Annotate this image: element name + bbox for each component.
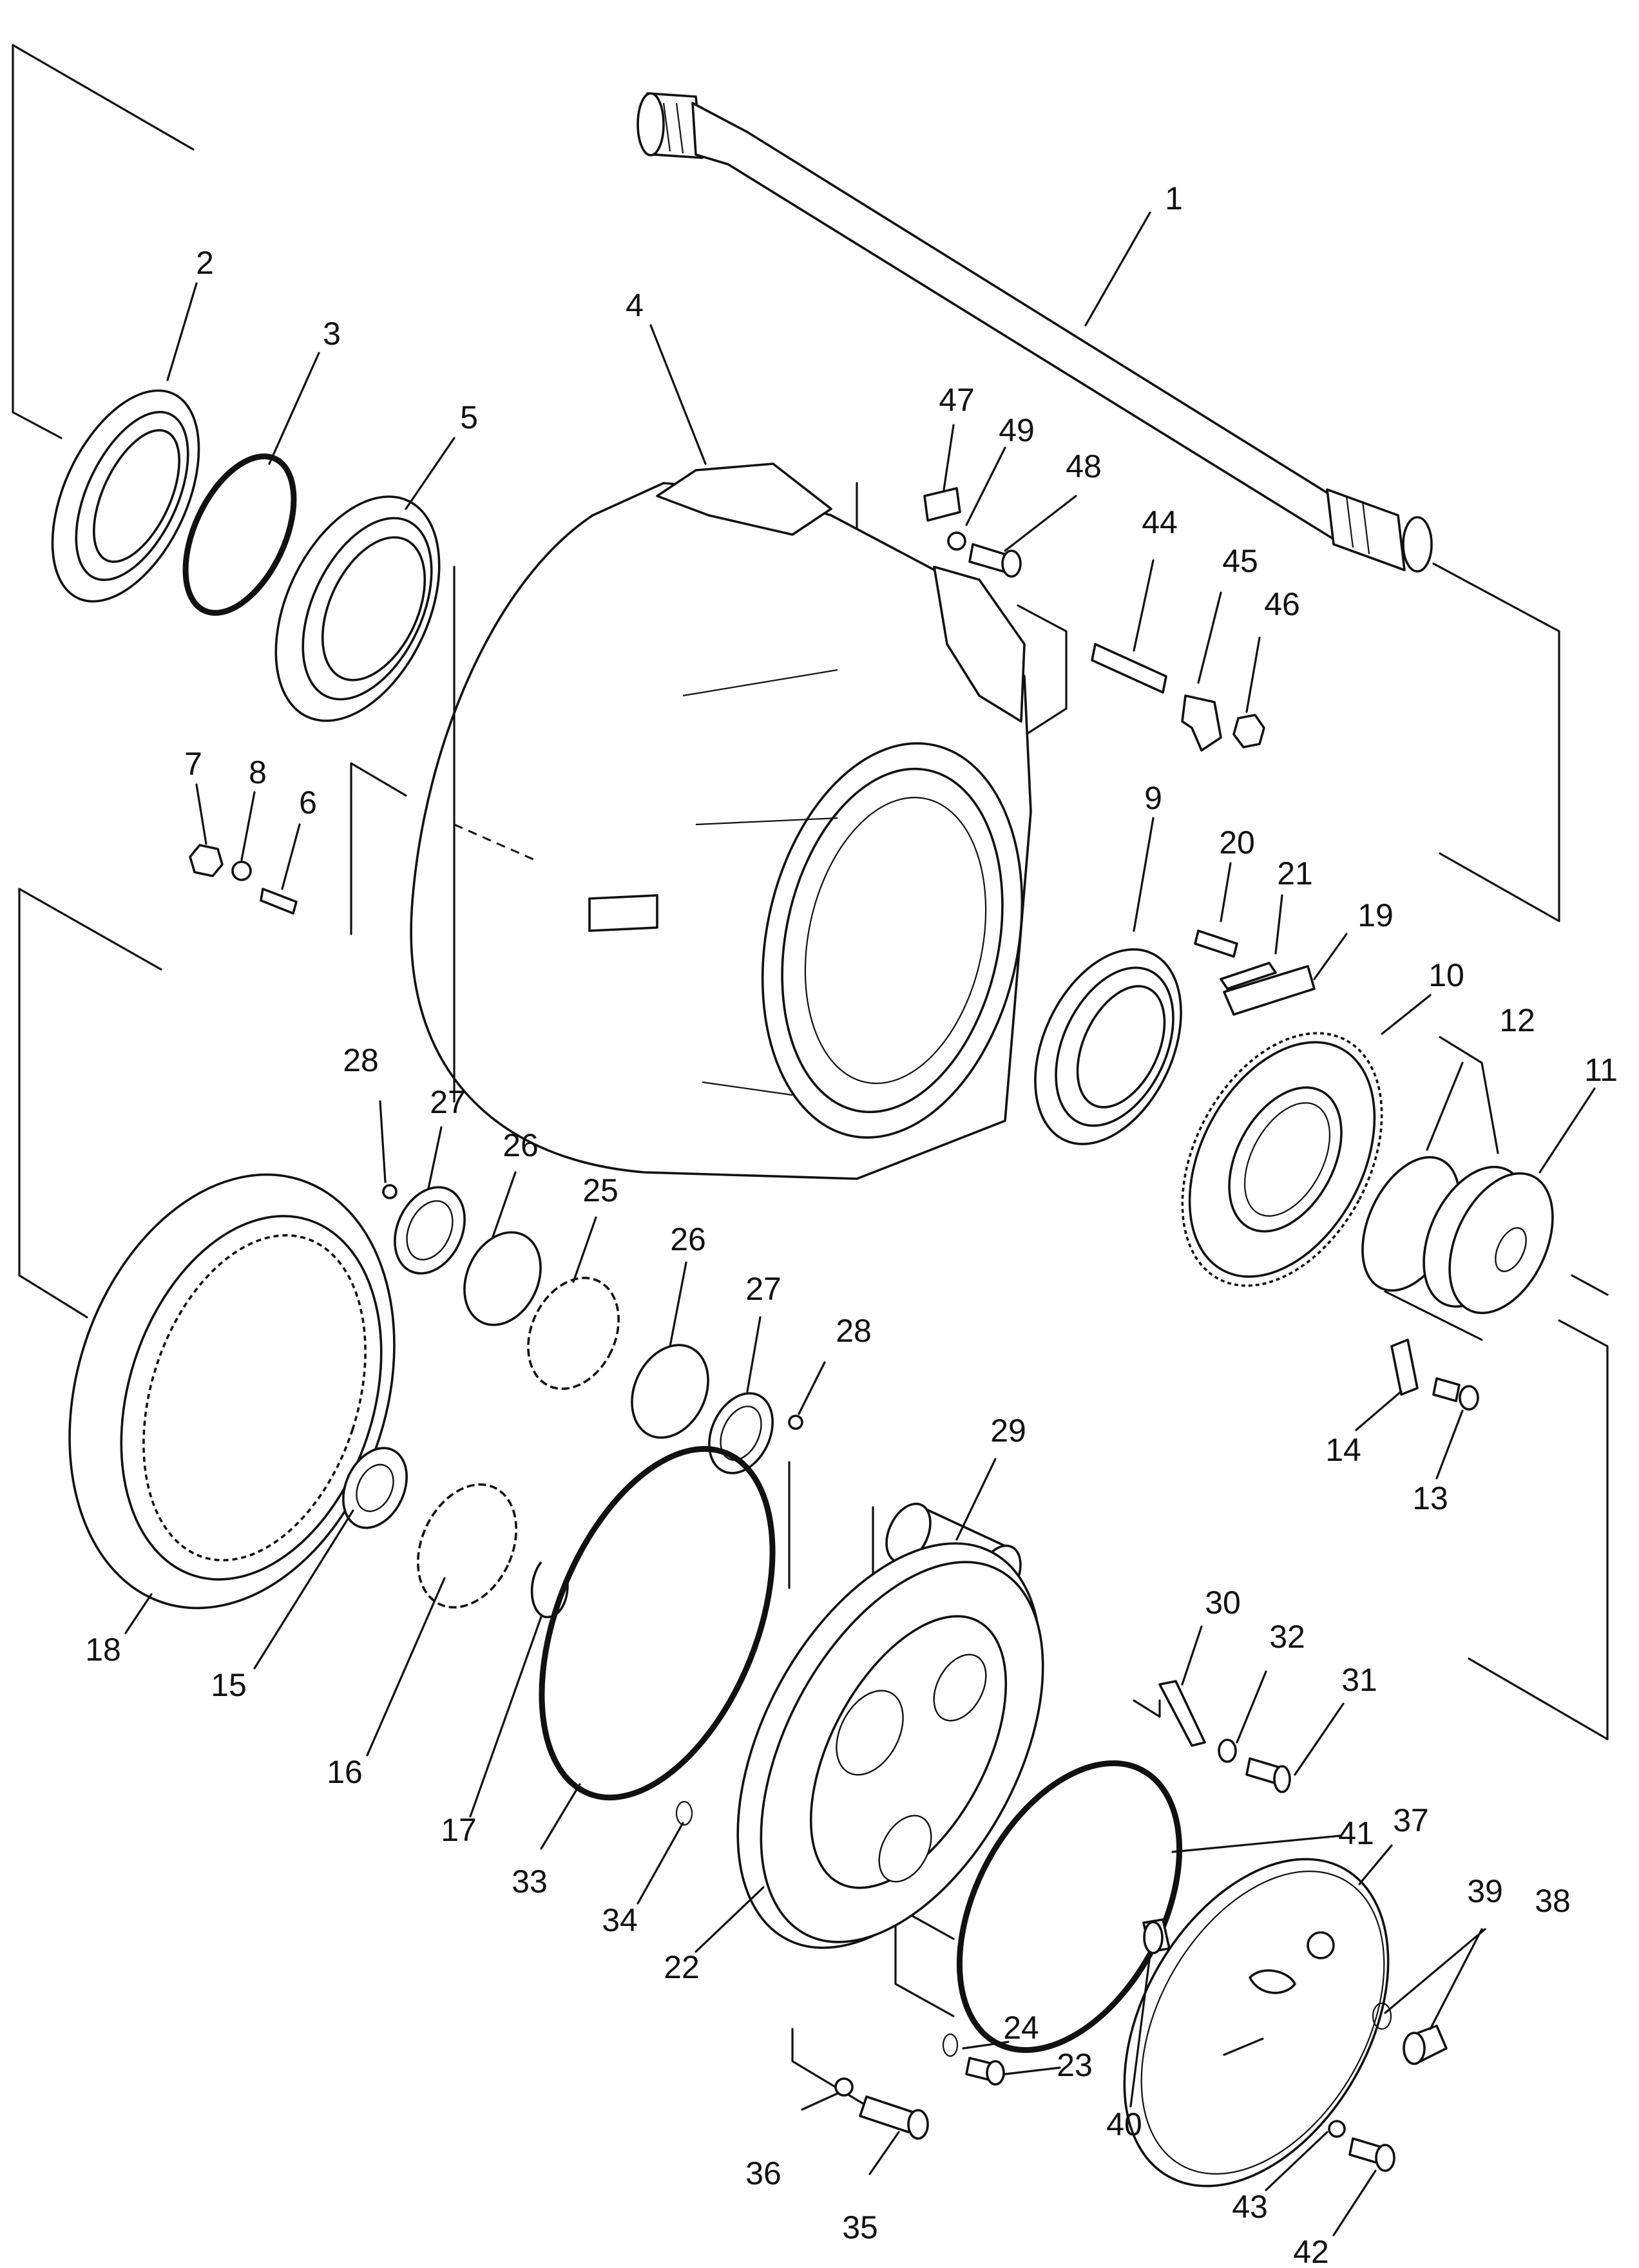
callout-26b: 26 [670, 1221, 706, 1257]
callout-labels: 1 2 3 4 5 6 7 8 9 10 11 12 13 14 15 16 1… [85, 180, 1618, 2268]
callout-32: 32 [1269, 1619, 1305, 1655]
callout-31: 31 [1341, 1662, 1377, 1698]
callout-6: 6 [299, 785, 317, 821]
seal-ring [51, 389, 200, 603]
callout-8: 8 [249, 754, 267, 790]
plug [1142, 1918, 1171, 1954]
callout-35: 35 [842, 2209, 878, 2245]
ring-gear [68, 1173, 396, 1610]
planet-carrier [736, 1542, 1044, 1949]
leader-lines [124, 211, 1596, 2236]
callout-16: 16 [327, 1754, 363, 1790]
callout-25: 25 [582, 1172, 618, 1208]
plate-bolt-washer-set-2 [1158, 1680, 1291, 1793]
callout-3: 3 [323, 316, 341, 352]
spacer-and-hub [1361, 1156, 1554, 1315]
callout-28a: 28 [343, 1042, 379, 1078]
cover-bolt-washer [1328, 2120, 1395, 2172]
callout-12: 12 [1499, 1002, 1535, 1038]
axle-shaft [637, 92, 1433, 573]
callout-42: 42 [1293, 2234, 1329, 2268]
axle-housing [410, 462, 1032, 1180]
tapered-bearing [274, 495, 441, 722]
callout-43: 43 [1232, 2189, 1268, 2225]
carrier-bolt-washer [834, 2077, 929, 2140]
callout-34: 34 [602, 1902, 638, 1938]
group-bracket-lines [12, 44, 1609, 2120]
callout-4: 4 [626, 287, 644, 323]
callout-39: 39 [1467, 1873, 1503, 1909]
callout-26a: 26 [503, 1127, 539, 1163]
callout-38: 38 [1535, 1883, 1571, 1919]
callout-13: 13 [1412, 1480, 1448, 1516]
callout-45: 45 [1222, 543, 1258, 579]
lock-plate-bolt-set [1194, 929, 1316, 1016]
end-cover [1123, 1858, 1390, 2187]
toothed-gear [1181, 1032, 1383, 1287]
callout-28b: 28 [836, 1313, 872, 1349]
callout-21: 21 [1277, 855, 1313, 891]
callout-19: 19 [1357, 897, 1394, 933]
callout-14: 14 [1325, 1432, 1361, 1468]
small-bolt-washer [942, 2033, 1005, 2086]
callout-2: 2 [196, 245, 214, 281]
planet-gear-set [382, 1184, 803, 1474]
callout-49: 49 [999, 412, 1035, 448]
callout-36: 36 [745, 2155, 781, 2191]
callout-46: 46 [1264, 586, 1300, 622]
callout-18: 18 [85, 1632, 121, 1668]
small-o-ring [675, 1800, 693, 1826]
stud-nut-washer-set [189, 844, 298, 915]
callout-30: 30 [1205, 1585, 1241, 1621]
callout-11: 11 [1584, 1052, 1618, 1088]
callout-41: 41 [1338, 1815, 1374, 1851]
callout-48: 48 [1066, 448, 1102, 484]
bearing [1034, 948, 1182, 1145]
callout-29: 29 [990, 1413, 1026, 1449]
callout-37: 37 [1393, 1802, 1429, 1838]
callout-17: 17 [441, 1812, 477, 1848]
callout-20: 20 [1219, 824, 1255, 861]
callout-9: 9 [1144, 780, 1162, 816]
callout-27b: 27 [745, 1271, 781, 1307]
callout-7: 7 [184, 746, 202, 782]
callout-5: 5 [460, 399, 478, 435]
callout-23: 23 [1057, 2047, 1093, 2083]
callout-10: 10 [1428, 957, 1464, 993]
callout-22: 22 [664, 1949, 700, 1985]
callout-27a: 27 [430, 1084, 466, 1120]
callout-15: 15 [211, 1667, 247, 1703]
drain-plug-and-gasket [1372, 2002, 1448, 2065]
large-o-ring [539, 1445, 776, 1801]
callout-33: 33 [512, 1863, 548, 1900]
callout-24: 24 [1003, 2010, 1039, 2046]
sun-gear-set [342, 1447, 569, 1619]
callout-44: 44 [1142, 504, 1178, 540]
plate-bolt-washer-set [923, 487, 1022, 578]
bolt-lockplate [1390, 1339, 1479, 1411]
callout-47: 47 [939, 382, 975, 418]
callout-1: 1 [1165, 180, 1183, 216]
o-ring [182, 453, 297, 616]
callout-40: 40 [1106, 2106, 1142, 2142]
bolt-lock-nut-set [1091, 643, 1265, 752]
